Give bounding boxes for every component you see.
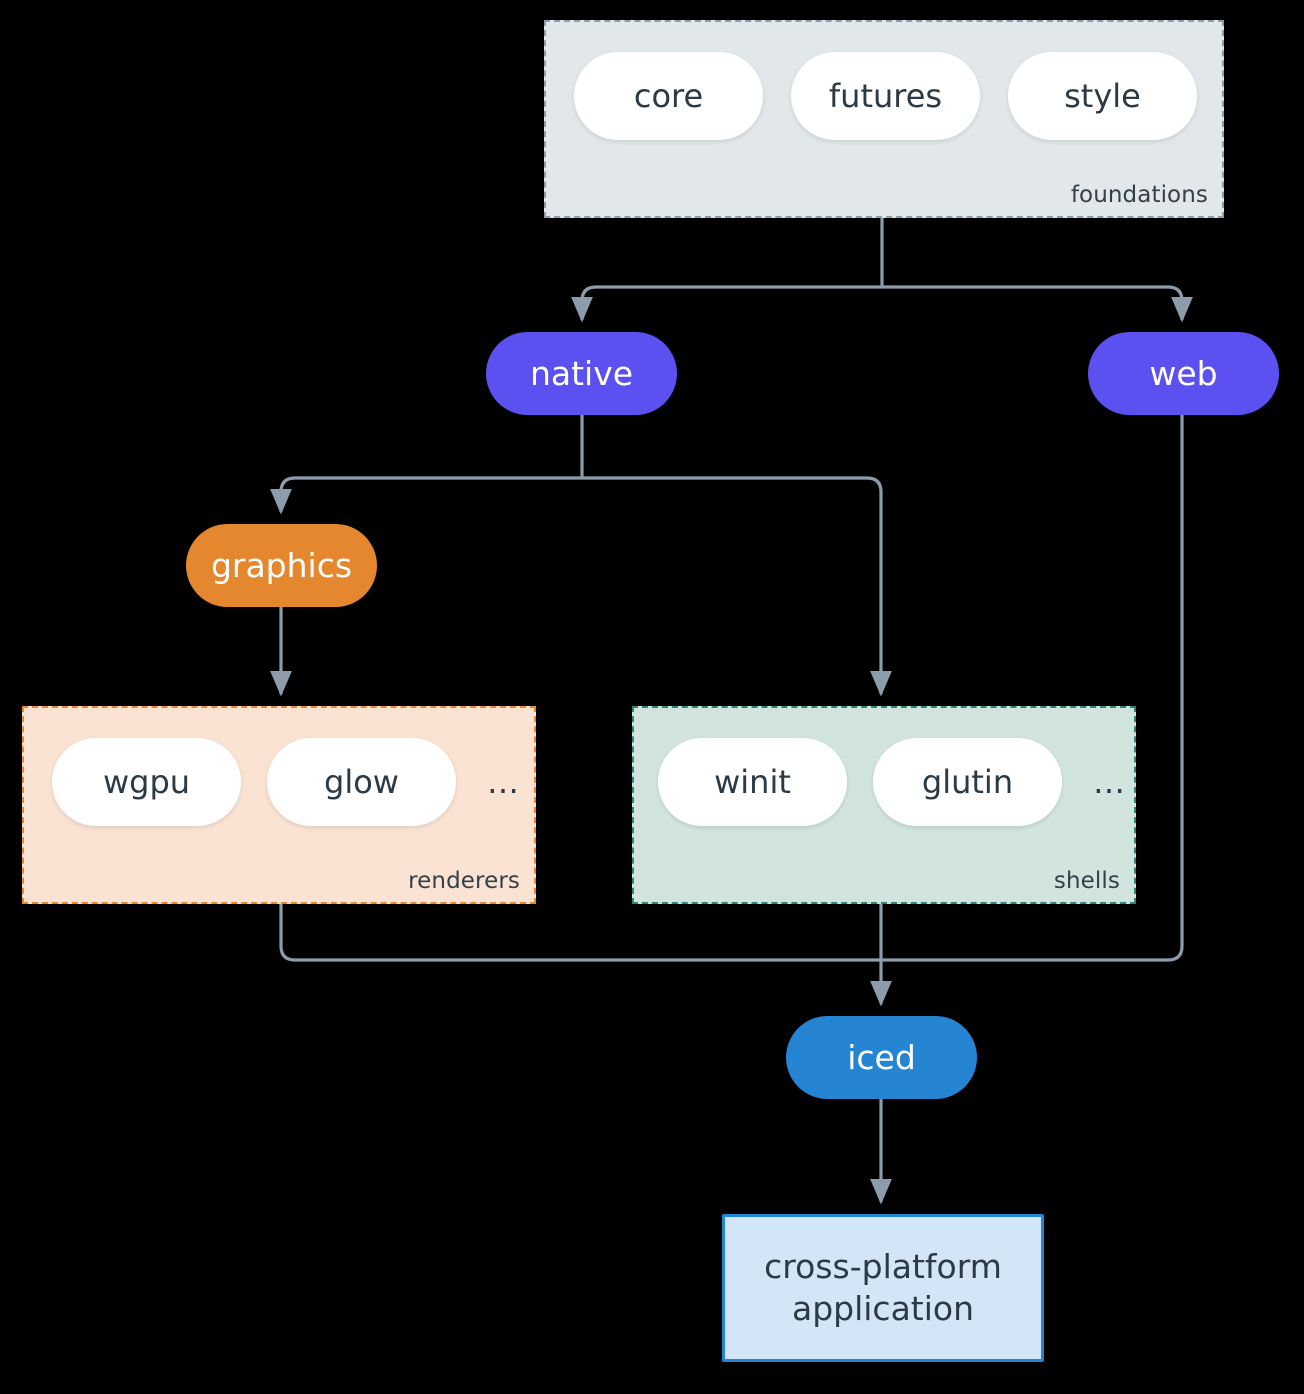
node-native[interactable]: native <box>486 332 677 415</box>
edge-foundations-web <box>882 285 1193 323</box>
edge-native-shells <box>582 476 892 697</box>
node-shells-more: … <box>1093 763 1125 801</box>
app-label-line2: application <box>791 1289 975 1328</box>
cluster-label-shells: shells <box>1053 868 1120 894</box>
cluster-foundations: core futures style foundations <box>544 20 1224 218</box>
node-winit[interactable]: winit <box>658 738 847 826</box>
cluster-shells: winit glutin … shells <box>632 706 1136 904</box>
cluster-label-renderers: renderers <box>408 868 520 894</box>
node-wgpu[interactable]: wgpu <box>52 738 241 826</box>
node-renderers-more: … <box>487 763 519 801</box>
node-glutin[interactable]: glutin <box>873 738 1062 826</box>
cluster-renderers: wgpu glow … renderers <box>22 706 536 904</box>
node-graphics[interactable]: graphics <box>186 524 377 607</box>
node-core[interactable]: core <box>574 52 763 140</box>
node-futures[interactable]: futures <box>791 52 980 140</box>
cluster-label-foundations: foundations <box>1070 182 1208 208</box>
edge-renderers-iced <box>279 904 881 962</box>
node-style[interactable]: style <box>1008 52 1197 140</box>
app-label-line1: cross-platform <box>764 1246 1002 1286</box>
node-cross-platform-application[interactable]: cross-platform application <box>722 1214 1044 1362</box>
edge-native-graphics <box>270 476 582 515</box>
edge-foundations-native <box>571 285 882 323</box>
node-iced[interactable]: iced <box>786 1016 977 1099</box>
node-glow[interactable]: glow <box>267 738 456 826</box>
node-web[interactable]: web <box>1088 332 1279 415</box>
